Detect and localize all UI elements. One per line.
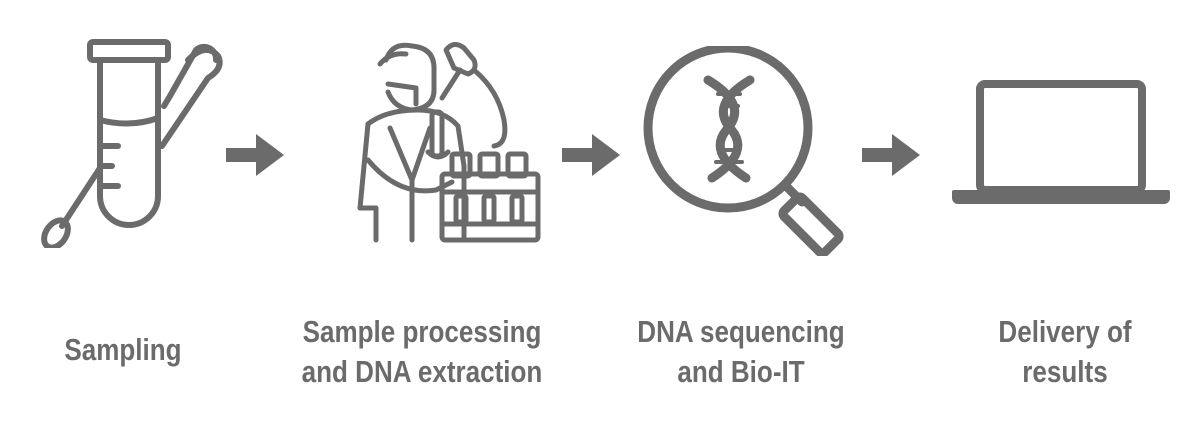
step-label-line: Sampling (64, 332, 182, 367)
step-label-line: results (1022, 354, 1108, 389)
step-label-sequencing: DNA sequencing and Bio-IT (619, 312, 863, 392)
arrow-right-icon (862, 130, 922, 185)
laptop-icon (952, 80, 1170, 206)
arrow-right-icon (562, 130, 622, 185)
lab-scientist-icon (328, 40, 558, 245)
test-tube-swab-icon (38, 38, 228, 248)
step-label-line: Sample processing (302, 314, 542, 349)
step-label-processing: Sample processing and DNA extraction (288, 312, 557, 392)
step-label-sampling: Sampling (52, 330, 195, 370)
step-label-delivery: Delivery of results (973, 312, 1158, 392)
step-label-line: and Bio-IT (677, 354, 805, 389)
step-label-line: and DNA extraction (301, 354, 543, 389)
step-label-line: Delivery of (998, 314, 1132, 349)
step-label-line: DNA sequencing (637, 314, 845, 349)
dna-magnifier-icon (640, 46, 860, 256)
arrow-right-icon (226, 130, 286, 185)
